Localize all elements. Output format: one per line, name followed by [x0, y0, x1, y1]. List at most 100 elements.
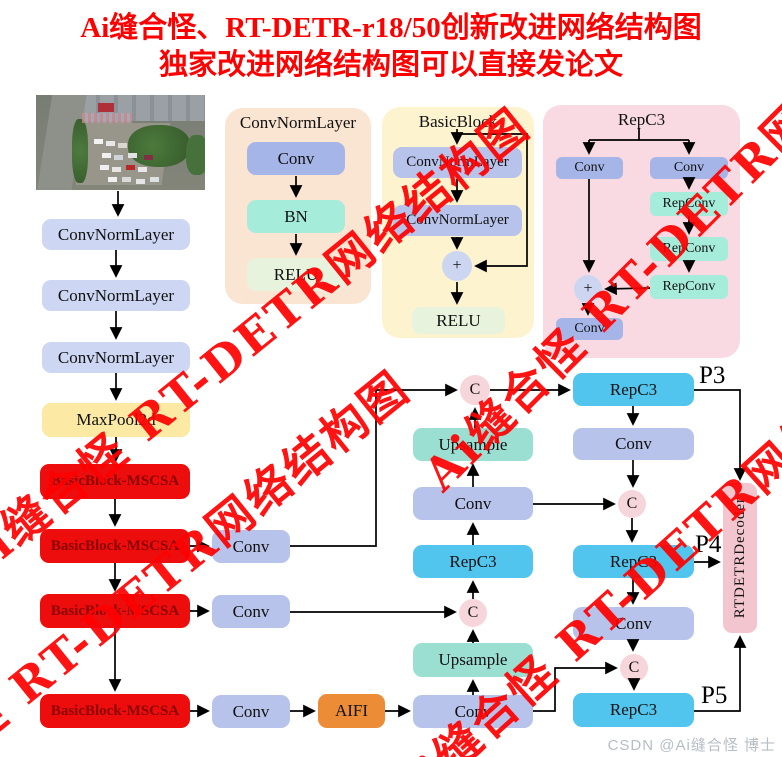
legend-repc3-repconv1: RepConv — [650, 192, 728, 216]
legend-basicblock-cnl1-label: ConvNormLayer — [406, 154, 509, 170]
title-line2: 独家改进网络结构图可以直接发论文 — [158, 49, 623, 81]
legend-repc3-repconv3: RepConv — [650, 275, 728, 299]
neck-aifi-label: AIFI — [334, 701, 369, 720]
neck-conv-s5-label: Conv — [454, 701, 492, 721]
backbone-convnormlayer-3: ConvNormLayer — [42, 342, 190, 373]
backbone-basicblock-mscsa-2: BasicBlock-MSCSA — [40, 529, 190, 563]
legend-repc3: RepC3 — [543, 105, 740, 358]
head-concat-mid: C — [618, 490, 646, 518]
head-repc3-p4-label: RepC3 — [609, 551, 658, 571]
head-conv-r1-label: Conv — [615, 434, 652, 453]
neck-upsample1-label: Upsample — [438, 434, 508, 454]
legend-repc3-conv-right: Conv — [650, 157, 728, 179]
legend-convnormlayer-title: ConvNormLayer — [239, 113, 357, 132]
backbone-convnormlayer-2: ConvNormLayer — [42, 280, 190, 311]
neck-concat-top-label: C — [469, 381, 481, 398]
input-image — [36, 95, 205, 190]
photo-crowd — [82, 113, 132, 123]
head-concat-lower-label: C — [628, 659, 640, 676]
legend-conv-box: Conv — [247, 142, 345, 175]
head-repc3-p3-label: RepC3 — [609, 379, 658, 399]
title-line1: Ai缝合怪、RT-DETR-r18/50创新改进网络结构图 — [80, 12, 702, 44]
backbone-maxpool-label: MaxPool2d — [76, 410, 156, 429]
legend-repc3-conv-right-label: Conv — [673, 160, 705, 175]
legend-repc3-repconv3-label: RepConv — [662, 279, 716, 294]
head-repc3-p3: RepC3 — [573, 373, 694, 406]
head-conv-r1: Conv — [573, 428, 694, 460]
legend-repc3-title: RepC3 — [617, 110, 666, 129]
head-conv-r2-label: Conv — [615, 613, 652, 633]
backbone-basicblock-mscsa-4: BasicBlock-MSCSA — [40, 694, 190, 728]
backbone-cnl3-label: ConvNormLayer — [57, 347, 175, 367]
legend-basicblock-cnl2-label: ConvNormLayer — [406, 212, 509, 228]
backbone-bb2-label: BasicBlock-MSCSA — [50, 537, 180, 554]
legend-basicblock-cnl1: ConvNormLayer — [393, 147, 522, 178]
backbone-convnormlayer-1: ConvNormLayer — [42, 219, 190, 250]
photo-sign — [98, 103, 114, 112]
backbone-maxpool2d: MaxPool2d — [42, 403, 190, 437]
photo-trees-far-right — [186, 135, 205, 175]
neck-conv-s5: Conv — [413, 695, 533, 728]
neck-upsample2-label: Upsample — [438, 650, 508, 669]
backbone-cnl1-label: ConvNormLayer — [57, 224, 175, 244]
neck-concat-lower-left: C — [459, 599, 487, 627]
neck-aifi: AIFI — [318, 694, 385, 728]
neck-conv-c-label: Conv — [232, 701, 270, 721]
head-decoder-label: RTDETRDecoder — [731, 497, 748, 619]
backbone-bb3-label: BasicBlock-MSCSA — [50, 602, 180, 619]
backbone-bb1-label: BasicBlock-MSCSA — [50, 473, 180, 489]
neck-conv-c: Conv — [212, 695, 290, 728]
head-conv-r2: Conv — [573, 607, 694, 640]
output-p5-label: P5 — [701, 682, 728, 709]
head-repc3-p4: RepC3 — [573, 545, 694, 578]
neck-conv-a-label: Conv — [232, 536, 270, 556]
legend-conv-label: Conv — [277, 148, 315, 168]
legend-relu-box: RELU — [247, 258, 345, 291]
legend-basicblock-add-label: + — [452, 257, 462, 274]
neck-conv-b-label: Conv — [232, 601, 270, 621]
legend-repc3-add: + — [574, 275, 602, 303]
legend-repc3-repconv2-label: RepConv — [662, 241, 716, 256]
output-p3-label: P3 — [699, 362, 726, 389]
legend-basicblock-cnl2: ConvNormLayer — [393, 205, 522, 236]
neck-repc3-mid-label: RepC3 — [449, 551, 497, 571]
backbone-bb4-label: BasicBlock-MSCSA — [50, 702, 180, 719]
photo-cars — [94, 139, 103, 144]
backbone-basicblock-mscsa-3: BasicBlock-MSCSA — [40, 594, 190, 628]
photo-trees-left — [72, 119, 88, 183]
legend-repc3-repconv1-label: RepConv — [662, 196, 716, 211]
legend-repc3-conv-left: Conv — [556, 157, 623, 179]
legend-repc3-conv-out-label: Conv — [574, 321, 605, 336]
neck-conv-mid: Conv — [413, 487, 533, 520]
backbone-cnl2-label: ConvNormLayer — [57, 285, 175, 305]
legend-repc3-add-label: + — [583, 280, 593, 297]
legend-repc3-repconv2: RepConv — [650, 237, 728, 261]
neck-upsample-1: Upsample — [413, 428, 533, 461]
legend-basicblock-relu-label: RELU — [436, 310, 481, 330]
legend-bn-label: BN — [284, 206, 308, 226]
head-repc3-p5: RepC3 — [573, 693, 694, 727]
backbone-basicblock-mscsa-1: BasicBlock-MSCSA — [40, 464, 190, 499]
legend-repc3-conv-left-label: Conv — [574, 160, 605, 175]
csdn-credit: CSDN @Ai缝合怪 博士 — [607, 737, 776, 754]
legend-basicblock-add: + — [442, 251, 472, 281]
head-rtdetrdecoder: RTDETRDecoder — [723, 483, 757, 633]
neck-conv-a: Conv — [212, 530, 290, 563]
head-concat-mid-label: C — [626, 495, 638, 512]
legend-basicblock-title: BasicBlock — [418, 112, 498, 131]
legend-bn-box: BN — [247, 200, 345, 233]
neck-concat-ll-label: C — [467, 604, 479, 621]
neck-concat-top: C — [460, 375, 490, 405]
legend-basicblock-relu: RELU — [412, 307, 505, 334]
neck-conv-b: Conv — [212, 595, 290, 628]
output-p4-label: P4 — [695, 531, 722, 558]
legend-relu-label: RELU — [273, 264, 319, 284]
legend-repc3-conv-out: Conv — [556, 318, 623, 340]
neck-upsample-2: Upsample — [413, 643, 533, 677]
neck-repc3-mid: RepC3 — [413, 545, 533, 578]
photo-trees-right — [128, 125, 190, 167]
head-repc3-p5-label: RepC3 — [609, 700, 658, 719]
neck-conv-mid-label: Conv — [454, 493, 492, 513]
page-title: Ai缝合怪、RT-DETR-r18/50创新改进网络结构图 独家改进网络结构图可… — [0, 10, 782, 84]
